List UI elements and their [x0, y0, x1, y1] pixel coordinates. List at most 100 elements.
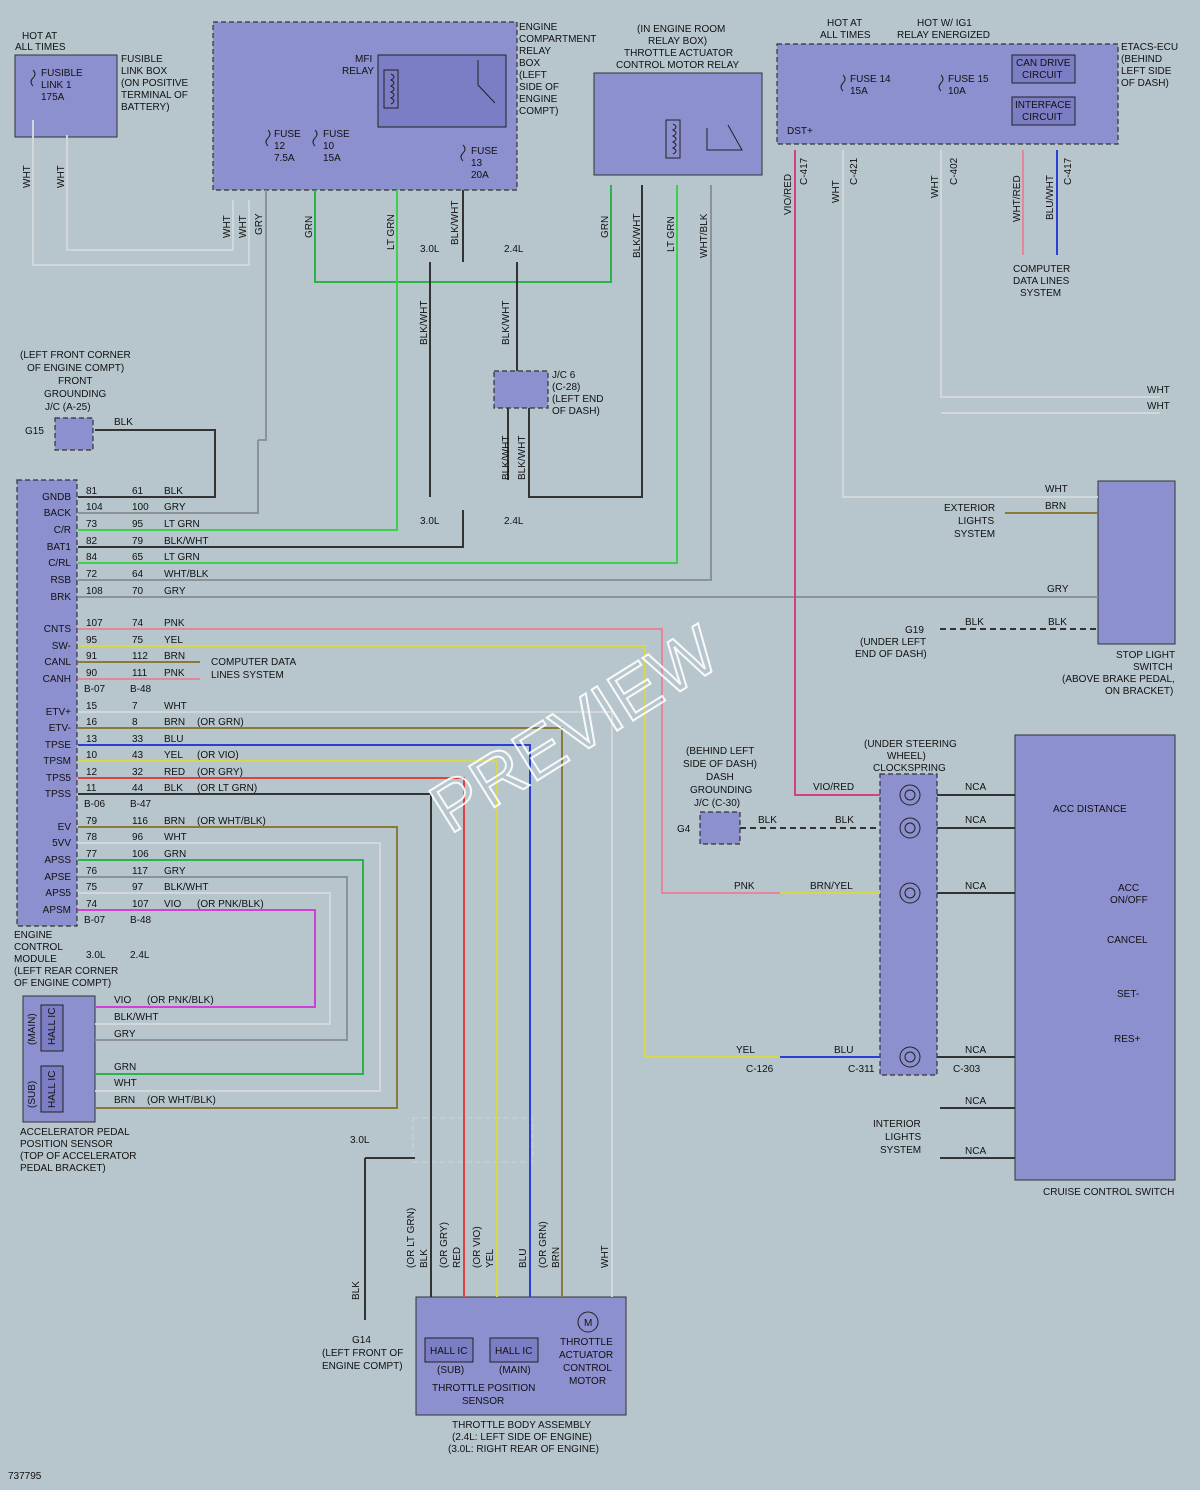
wire-label: (OR PNK/BLK) — [147, 995, 214, 1006]
interface-label: INTERFACE — [1015, 100, 1071, 111]
ecm-pin-number-3-0l: 16 — [86, 717, 98, 728]
g19-label: (UNDER LEFT — [860, 637, 926, 648]
ecm-version-label: 2.4L — [130, 950, 150, 961]
dash-grounding-label: DASH — [706, 772, 734, 783]
ecm-pin-number-2-4l: 116 — [132, 816, 148, 827]
ecm-pin-name: BACK — [44, 508, 72, 519]
fuse-label: 12 — [274, 141, 286, 152]
ecm-pin-number-3-0l: 108 — [86, 586, 103, 597]
ecm-pin-number-3-0l: 78 — [86, 832, 98, 843]
wire-label: RED — [452, 1247, 463, 1268]
wire-label: NCA — [965, 881, 986, 892]
ecm-pin-number-2-4l: 97 — [132, 882, 144, 893]
ecm-wire-color: VIO — [164, 899, 181, 910]
interface-circuit — [1011, 96, 1076, 126]
connector-label: C-402 — [949, 157, 960, 185]
fusible-label: LINK BOX — [121, 66, 167, 77]
ecm-wire-color: LT GRN — [164, 552, 200, 563]
ecm-pin-number-2-4l: 74 — [132, 618, 144, 629]
throttle-motor-icon — [577, 1311, 599, 1333]
ecm-pin-name: ETV- — [49, 723, 71, 734]
g19-label: END OF DASH) — [855, 649, 927, 660]
wire-label: YEL — [485, 1249, 496, 1268]
ecm-pin-number-2-4l: 75 — [132, 635, 144, 646]
ecm-pin-number-3-0l: 76 — [86, 866, 98, 877]
wire-label: BLK — [835, 815, 854, 826]
app-sensor-label: PEDAL BRACKET) — [20, 1163, 106, 1174]
hot-label: ALL TIMES — [15, 42, 66, 53]
wire-label: BRN — [114, 1095, 135, 1106]
ecm-pin-number-2-4l: 33 — [132, 734, 144, 745]
wire-label: NCA — [965, 1146, 986, 1157]
wire-label: WHT/BLK — [699, 213, 710, 258]
front-grounding-label: GROUNDING — [44, 389, 106, 400]
ecm-pin-number-3-0l: 84 — [86, 552, 98, 563]
computer-data-label: COMPUTER DATA — [211, 657, 297, 668]
etacs-label: OF DASH) — [1121, 78, 1169, 89]
ecm-label: CONTROL — [14, 942, 63, 953]
hall-ic-main — [40, 1004, 64, 1052]
ecm-wire-color: BRN — [164, 717, 185, 728]
ecm-pin-number-3-0l: 10 — [86, 750, 98, 761]
vertical-labels: WHT WHT WHT WHT GRY GRN LT GRN BLK/WHT B… — [22, 157, 1074, 1300]
ecm-pin-name: APSM — [43, 905, 71, 916]
ecm-pin-name: CNTS — [44, 624, 72, 635]
connector-label: C-417 — [799, 157, 810, 185]
version-label: 2.4L — [504, 516, 524, 527]
jc6-label: OF DASH) — [552, 406, 600, 417]
ecm-pin-name: C/R — [54, 525, 71, 536]
ecm-pin-name: EV — [58, 822, 72, 833]
ecm-wire-color: BRN — [164, 651, 185, 662]
ecm-pin-number-3-0l: 74 — [86, 899, 98, 910]
computer-data-label: DATA LINES — [1013, 276, 1070, 287]
g14-label: (LEFT FRONT OF — [322, 1348, 403, 1359]
wire-label: BLK/WHT — [501, 436, 512, 480]
hall-ic-label: HALL IC — [47, 1071, 58, 1108]
wire-label: BRN/YEL — [810, 881, 853, 892]
cruise-switch-label: CRUISE CONTROL SWITCH — [1043, 1187, 1174, 1198]
wire-label: WHT — [930, 175, 941, 198]
relay-box-label: RELAY — [519, 46, 551, 57]
ecm-wire-color: BLK — [164, 783, 183, 794]
connector-label: C-126 — [746, 1064, 774, 1075]
ecm-pin-number-2-4l: 65 — [132, 552, 144, 563]
exterior-lights-label: LIGHTS — [958, 516, 994, 527]
tacm-label: THROTTLE — [560, 1337, 613, 1348]
fuse-label: FUSE — [274, 129, 301, 140]
ecm-pin-number-2-4l: 79 — [132, 536, 144, 547]
wire-label: BLK — [758, 815, 777, 826]
ecm-pin-number-2-4l: 100 — [132, 502, 149, 513]
wire-label: BLK — [965, 617, 984, 628]
front-grounding-label: OF ENGINE COMPT) — [27, 363, 124, 374]
ecm-pin-number-3-0l: 95 — [86, 635, 98, 646]
tacm-label: ACTUATOR — [559, 1350, 613, 1361]
wire-label: VIO — [114, 995, 131, 1006]
fusible-link-label: FUSIBLE — [41, 68, 83, 79]
throttle-body-label: (3.0L: RIGHT REAR OF ENGINE) — [448, 1444, 599, 1455]
stop-light-label: (ABOVE BRAKE PEDAL, — [1062, 674, 1175, 685]
res-label: RES+ — [1114, 1034, 1141, 1045]
ecm-wire-color: GRY — [164, 586, 186, 597]
etacs-label: ETACS-ECU — [1121, 42, 1178, 53]
fuse-label: 15A — [323, 153, 341, 164]
wire-label: (OR VIO) — [472, 1226, 483, 1268]
ecm-pin-name: GNDB — [42, 492, 71, 503]
wire-label: GRN — [304, 216, 315, 238]
front-grounding-jc — [54, 417, 94, 451]
dst-label: DST+ — [787, 126, 813, 137]
wire-label: BLK/WHT — [501, 301, 512, 345]
wire-label: (OR WHT/BLK) — [147, 1095, 216, 1106]
ecm-pin-number-2-4l: 7 — [132, 701, 138, 712]
ecm-wire-alt-color: (OR PNK/BLK) — [197, 899, 264, 910]
ecm-label: ENGINE — [14, 930, 53, 941]
fuse-label: 20A — [471, 170, 489, 181]
wire-label: NCA — [965, 1096, 986, 1107]
tps-hall-sub — [424, 1337, 474, 1363]
ecm-pin-name: 5VV — [52, 838, 71, 849]
dash-grounding-jc — [699, 811, 741, 845]
ecm-pin-number-2-4l: 117 — [132, 866, 148, 877]
wire-label: GRY — [254, 213, 265, 235]
throttle-relay-label: CONTROL MOTOR RELAY — [616, 60, 739, 71]
ecm-pin-number-2-4l: 8 — [132, 717, 138, 728]
